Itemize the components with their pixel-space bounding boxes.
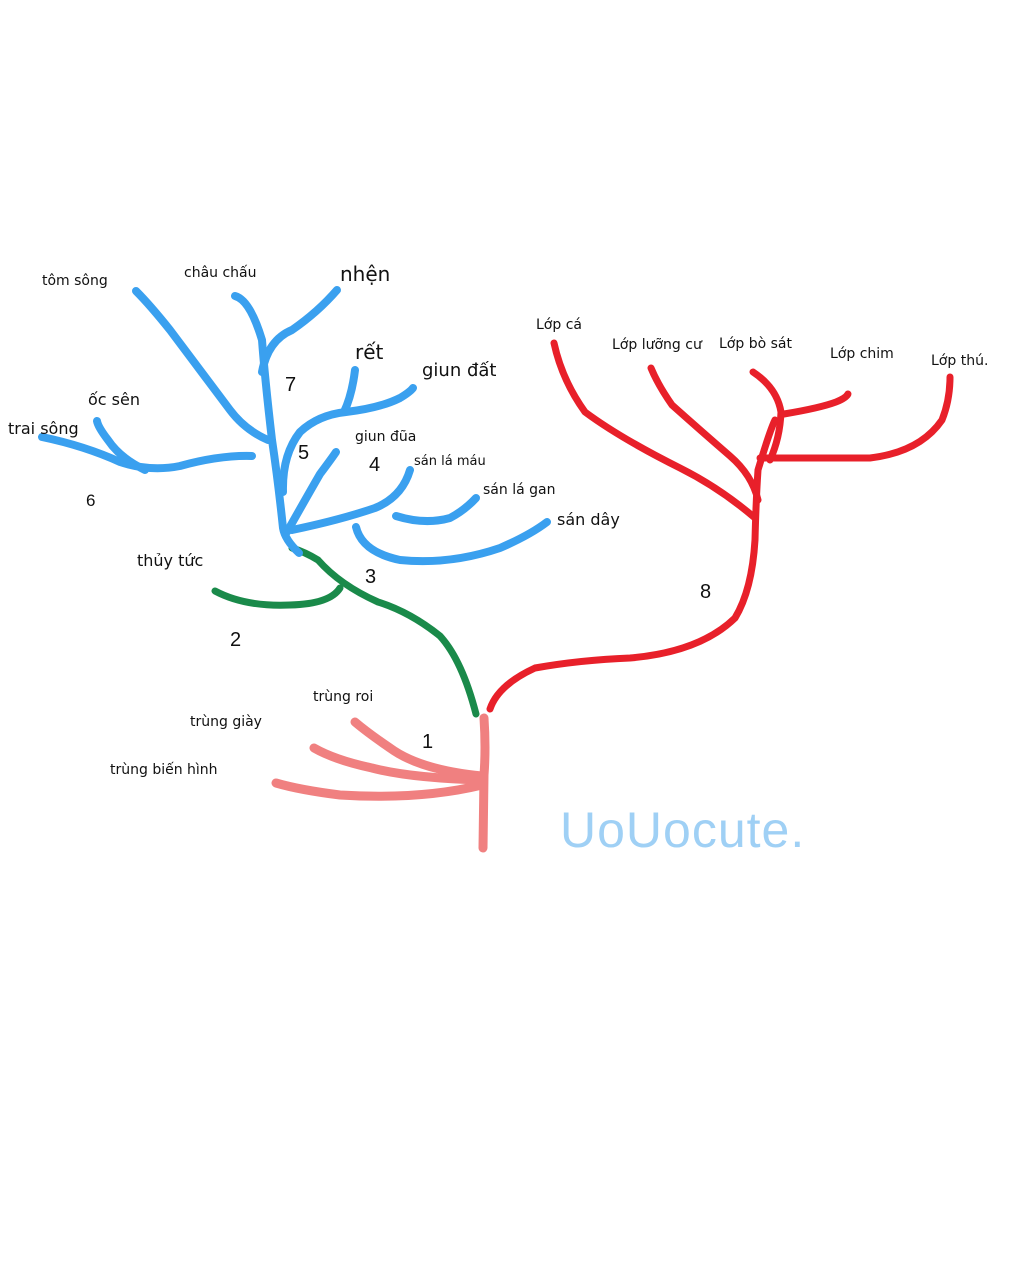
- branch-san-la-mau: [288, 466, 414, 534]
- branch-thuy-tuc: [211, 584, 344, 609]
- label-lop-luong-cu: Lớp lưỡng cư: [612, 337, 702, 353]
- label-nhen: nhện: [340, 262, 391, 286]
- branch-san-day: [352, 518, 551, 566]
- branch-main-red: [486, 416, 779, 713]
- label-san-la-mau: sán lá máu: [414, 454, 486, 469]
- branch-san-la-gan: [392, 494, 480, 525]
- branch-number-2: 2: [230, 629, 242, 651]
- branch-trung-giay: [309, 743, 487, 785]
- label-ret: rết: [355, 340, 384, 364]
- label-trung-roi: trùng roi: [313, 689, 374, 705]
- branch-number-4: 4: [369, 454, 381, 476]
- branch-tom-song: [132, 287, 272, 444]
- label-san-la-gan: sán lá gan: [483, 482, 556, 498]
- signature-text: UoUocute.: [560, 802, 806, 858]
- label-lop-chim: Lớp chim: [830, 346, 894, 362]
- branch-number-7: 7: [285, 374, 297, 396]
- branch-number-3: 3: [365, 566, 377, 588]
- branch-lop-chim: [780, 390, 852, 418]
- branch-number-6: 6: [86, 491, 96, 510]
- label-trung-giay: trùng giày: [190, 714, 262, 730]
- label-san-day: sán dây: [557, 510, 620, 529]
- branch-main-green: [288, 544, 480, 718]
- branch-number-8: 8: [700, 581, 712, 603]
- branch-lop-thu: [756, 373, 954, 462]
- label-trai-song: trai sông: [8, 419, 79, 438]
- branch-lop-ca: [550, 339, 759, 522]
- protozoa-branches: [271, 713, 490, 853]
- invertebrate-branches: [38, 286, 551, 566]
- branch-ret: [340, 366, 359, 416]
- label-lop-bo-sat: Lớp bò sát: [719, 336, 792, 352]
- label-lop-thu: Lớp thú.: [931, 353, 989, 369]
- branch-lop-bo-sat: [749, 368, 785, 464]
- branch-number-5: 5: [298, 442, 310, 464]
- branch-trung-bien-hinh: [271, 778, 487, 801]
- branch-number-1: 1: [422, 731, 434, 753]
- branch-trung-roi: [350, 717, 487, 781]
- branch-lop-luong-cu: [647, 364, 762, 504]
- label-thuy-tuc: thủy tức: [137, 551, 204, 570]
- vertebrate-branches: [486, 339, 954, 713]
- label-trung-bien-hinh: trùng biến hình: [110, 762, 218, 778]
- branch-giun-dua: [283, 448, 340, 536]
- label-tom-song: tôm sông: [42, 273, 108, 289]
- label-giun-dua: giun đũa: [355, 429, 417, 445]
- label-lop-ca: Lớp cá: [536, 317, 582, 333]
- branch-oc-trai: [38, 433, 256, 473]
- label-oc-sen: ốc sên: [88, 390, 140, 409]
- label-giun-dat: giun đất: [422, 360, 497, 381]
- cnidaria-branches: [211, 544, 480, 718]
- branch-oc-sen: [93, 417, 149, 474]
- label-chau-chau: châu chấu: [184, 265, 257, 281]
- branch-nhen: [258, 286, 341, 376]
